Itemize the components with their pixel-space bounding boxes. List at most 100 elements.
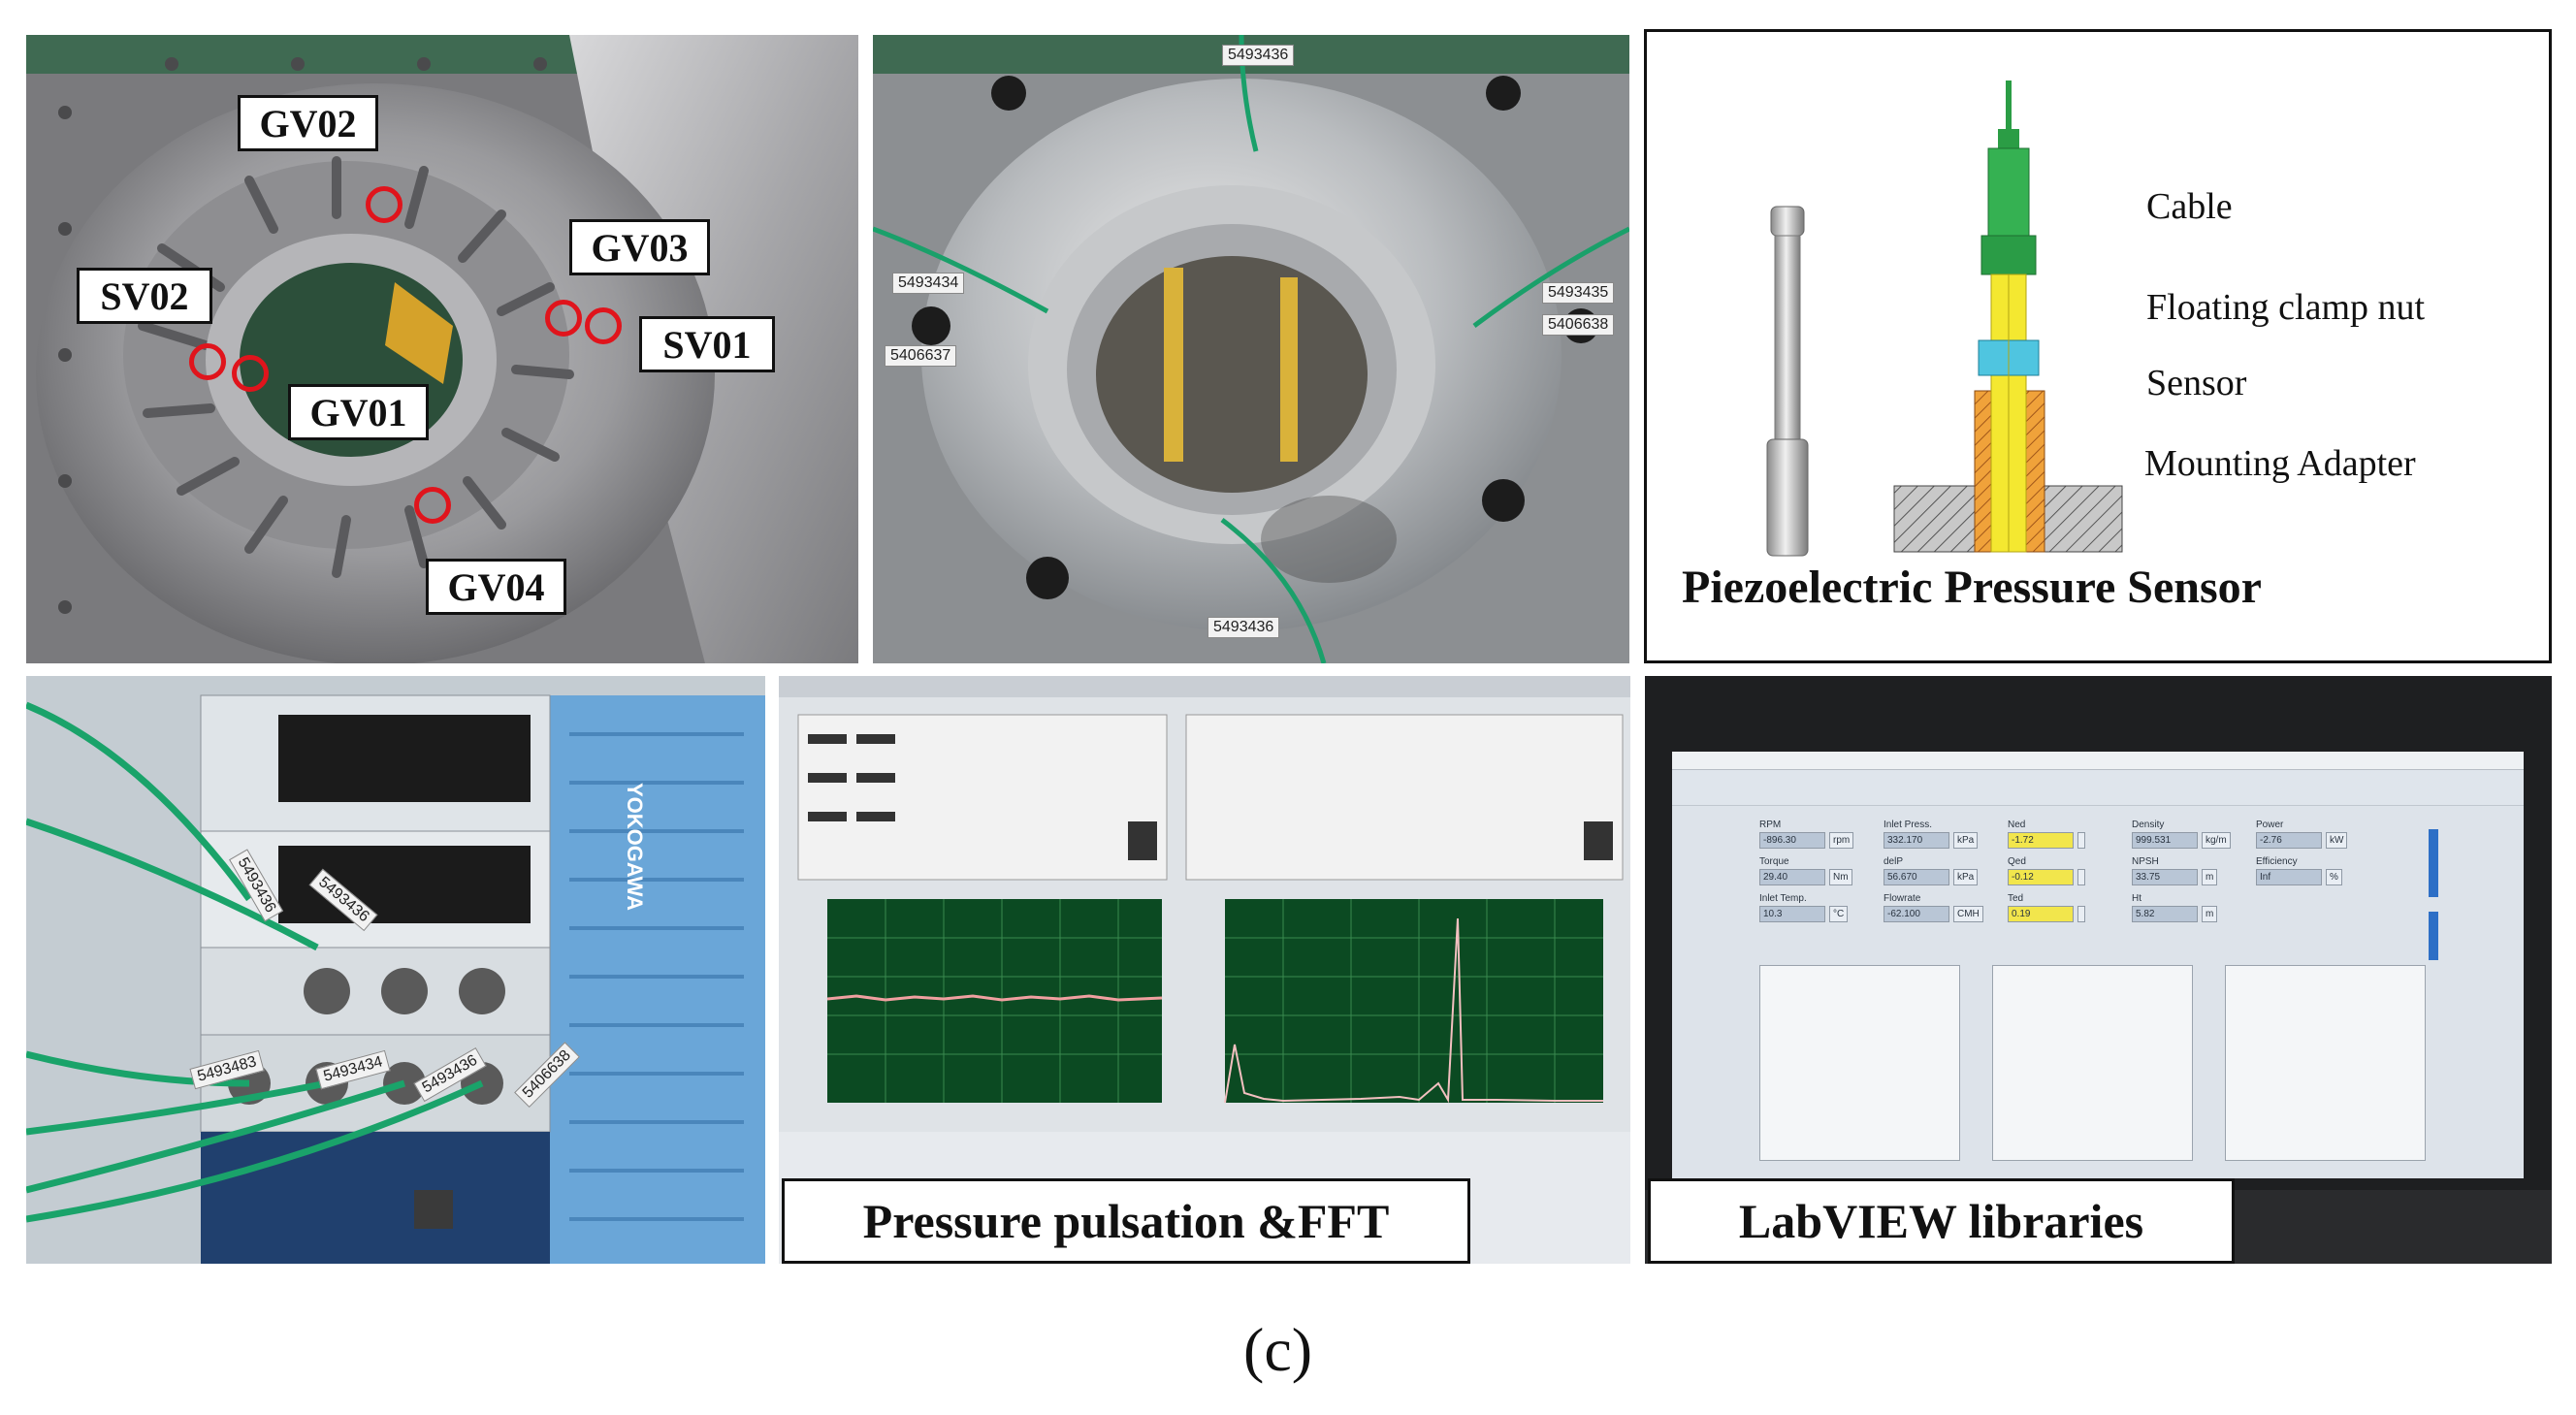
label-gv03: GV03 (569, 219, 710, 275)
labview-field-unit (2077, 906, 2085, 922)
part-label-floating-clamp-nut: Floating clamp nut (2146, 287, 2426, 328)
serial-tag-6: 5493436 (1208, 617, 1280, 638)
labview-field-name: Inlet Temp. (1759, 893, 1807, 904)
labview-field-unit (2077, 832, 2085, 849)
sensor-diagram: Cable Floating clamp nut Sensor Mounting… (1644, 29, 2552, 663)
labview-field-row: 10.3°C (1759, 906, 1884, 922)
labview-field: Qed-0.12 (2008, 856, 2132, 885)
labview-field-name: NPSH (2132, 856, 2159, 867)
flange-photo-drawing (873, 35, 1629, 663)
labview-field-value: 10.3 (1759, 906, 1825, 922)
serial-tag-4: 5406637 (885, 345, 957, 367)
labview-field-name: Ht (2132, 893, 2141, 904)
labview-field-unit: kPa (1953, 832, 1979, 849)
labview-field-value: -62.100 (1884, 906, 1949, 922)
labview-plot-1 (1759, 965, 1960, 1161)
part-label-cable: Cable (2146, 186, 2233, 227)
labview-field-name: Ted (2008, 893, 2024, 904)
sensor-diagram-title: Piezoelectric Pressure Sensor (1682, 562, 2262, 613)
fft-label: Pressure pulsation &FFT (782, 1178, 1470, 1264)
labview-field-value: 332.170 (1884, 832, 1949, 849)
sensor-diagram-drawing (1766, 80, 2123, 557)
labview-field-name: Density (2132, 820, 2165, 830)
label-sv02: SV02 (77, 268, 212, 324)
figure-caption: (c) (1243, 1315, 1313, 1384)
sensor-mounted-icon (1893, 80, 2123, 553)
labview-field-name: delP (1884, 856, 1904, 867)
labview-field-value: 0.19 (2008, 906, 2074, 922)
labview-field-unit: kg/m (2202, 832, 2231, 849)
labview-field-row: Inf% (2256, 869, 2380, 885)
serial-tag-1: 5493436 (1222, 45, 1295, 66)
fft-photo: Pressure pulsation &FFT (779, 676, 1630, 1264)
labview-field-row: -1.72 (2008, 832, 2132, 849)
labview-field: Ted 0.19 (2008, 893, 2132, 922)
labview-field-name: Flowrate (1884, 893, 1921, 904)
daq-photo-drawing (26, 676, 765, 1264)
sensor-standalone-icon (1766, 206, 1809, 557)
label-gv04: GV04 (426, 559, 566, 615)
part-label-mounting-adapter: Mounting Adapter (2144, 443, 2416, 484)
labview-plot-2 (1992, 965, 2193, 1161)
sensor-marker-gv01 (232, 355, 269, 392)
labview-field-value: -0.12 (2008, 869, 2074, 885)
labview-label: LabVIEW libraries (1648, 1178, 2235, 1264)
sensor-marker-gv02 (366, 186, 402, 223)
sensor-marker-gv04 (414, 487, 451, 524)
flange-photo: 5493436 5493435 5493434 5406637 5406638 … (873, 35, 1629, 663)
serial-tag-2: 5493435 (1542, 282, 1615, 304)
labview-menubar (1672, 752, 2524, 770)
labview-field-value: 5.82 (2132, 906, 2198, 922)
labview-field-unit: Nm (1829, 869, 1852, 885)
fft-screen-drawing (779, 676, 1630, 1264)
labview-field-name: RPM (1759, 820, 1782, 830)
label-gv02: GV02 (238, 95, 378, 151)
labview-field-unit: kW (2326, 832, 2348, 849)
labview-field: Inlet Temp. 10.3°C (1759, 893, 1884, 922)
labview-field-value: -1.72 (2008, 832, 2074, 849)
labview-field-unit: m (2202, 906, 2218, 922)
impeller-photo: GV02 GV03 SV02 SV01 GV01 GV04 (26, 35, 858, 663)
labview-slider-2 (2429, 912, 2438, 960)
labview-field: Ned -1.72 (2008, 820, 2132, 849)
labview-field-unit (2077, 869, 2085, 885)
labview-plot-3 (2225, 965, 2426, 1161)
labview-field-value: 29.40 (1759, 869, 1825, 885)
labview-field-value: Inf (2256, 869, 2322, 885)
part-label-sensor: Sensor (2146, 363, 2247, 403)
labview-field-value: 56.670 (1884, 869, 1949, 885)
labview-field-value: -896.30 (1759, 832, 1825, 849)
daq-brand-label: YOKOGAWA (623, 783, 647, 912)
labview-field-name: Inlet Press. (1884, 820, 1933, 830)
labview-field-unit: kPa (1953, 869, 1979, 885)
labview-field-name: Ned (2008, 820, 2026, 830)
labview-field-name: Torque (1759, 856, 1789, 867)
labview-field-value: 33.75 (2132, 869, 2198, 885)
label-sv01: SV01 (639, 316, 775, 372)
sensor-marker-gv03 (545, 300, 582, 337)
sensor-marker-sv02 (189, 343, 226, 380)
serial-tag-5: 5406638 (1542, 314, 1615, 336)
labview-field-unit: CMH (1953, 906, 1983, 922)
sensor-marker-sv01 (585, 307, 622, 344)
labview-field-value: 999.531 (2132, 832, 2198, 849)
labview-field-row: -0.12 (2008, 869, 2132, 885)
